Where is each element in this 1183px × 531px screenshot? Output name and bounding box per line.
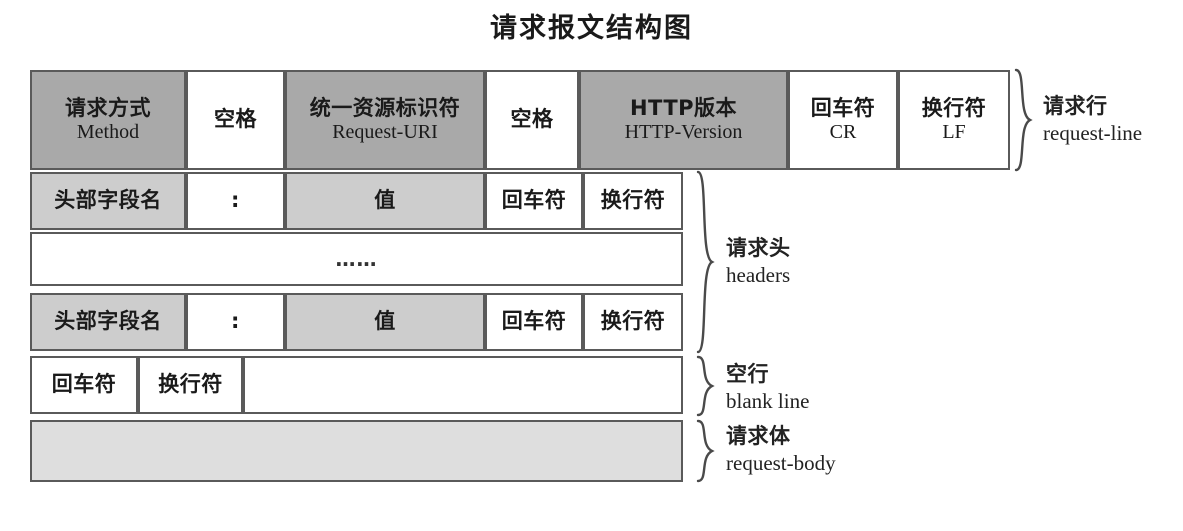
cell-header-colon-1: : [186, 172, 285, 230]
cell-request-method-cn: 请求方式 [65, 95, 151, 120]
annotation-request-body-en: request-body [726, 451, 836, 475]
cell-header-lf-1-cn: 换行符 [600, 188, 666, 213]
annotation-headers-en: headers [726, 263, 791, 287]
cell-request-line-cr-en: CR [829, 121, 857, 144]
cell-header-cr-2-cn: 回车符 [501, 309, 567, 334]
cell-blank-line-empty [243, 356, 683, 414]
annotation-blank-line-cn: 空行 [726, 362, 769, 386]
annotation-request-body-cn: 请求体 [726, 424, 791, 448]
cell-space-2: 空格 [485, 70, 579, 170]
page-title: 请求报文结构图 [490, 13, 693, 44]
cell-header-colon-2: : [186, 293, 285, 351]
cell-http-version: HTTP版本 HTTP-Version [579, 70, 788, 170]
cell-headers-ellipsis: …… [30, 232, 683, 286]
cell-blank-line-lf: 换行符 [138, 356, 243, 414]
cell-space-1-cn: 空格 [214, 107, 257, 132]
cell-header-cr-2: 回车符 [485, 293, 583, 351]
cell-request-uri-cn: 统一资源标识符 [309, 95, 461, 120]
cell-request-line-lf-en: LF [942, 121, 966, 144]
cell-header-colon-2-cn: : [231, 309, 240, 334]
cell-header-lf-1: 换行符 [583, 172, 683, 230]
cell-header-value-1-cn: 值 [374, 188, 396, 213]
cell-request-line-lf-cn: 换行符 [921, 95, 987, 120]
cell-header-name-1: 头部字段名 [30, 172, 186, 230]
cell-header-value-2-cn: 值 [374, 309, 396, 334]
cell-header-lf-2: 换行符 [583, 293, 683, 351]
cell-blank-line-cr-cn: 回车符 [51, 372, 117, 397]
cell-request-uri-en: Request-URI [332, 121, 438, 144]
cell-request-method: 请求方式 Method [30, 70, 186, 170]
annotation-request-line-cn: 请求行 [1043, 94, 1108, 118]
annotation-headers: 请求头 headers [726, 232, 791, 288]
cell-blank-line-cr: 回车符 [30, 356, 138, 414]
annotation-headers-cn: 请求头 [726, 236, 791, 260]
cell-request-uri: 统一资源标识符 Request-URI [285, 70, 485, 170]
cell-header-cr-1-cn: 回车符 [501, 188, 567, 213]
annotation-request-line: 请求行 request-line [1043, 90, 1142, 146]
brace-blank-line [694, 355, 720, 417]
cell-http-version-en: HTTP-Version [624, 121, 743, 144]
cell-header-name-1-cn: 头部字段名 [54, 188, 162, 213]
brace-headers [694, 170, 720, 354]
cell-request-line-cr: 回车符 CR [788, 70, 898, 170]
cell-request-line-lf: 换行符 LF [898, 70, 1010, 170]
cell-header-cr-1: 回车符 [485, 172, 583, 230]
cell-blank-line-lf-cn: 换行符 [158, 372, 223, 397]
cell-header-name-2-cn: 头部字段名 [54, 309, 162, 334]
cell-header-colon-1-cn: : [231, 188, 240, 213]
annotation-blank-line-en: blank line [726, 389, 810, 413]
annotation-request-body: 请求体 request-body [726, 420, 836, 476]
cell-request-line-cr-cn: 回车符 [810, 95, 876, 120]
cell-http-version-cn: HTTP版本 [629, 95, 738, 120]
cell-header-value-2: 值 [285, 293, 485, 351]
brace-request-line [1012, 68, 1038, 172]
annotation-blank-line: 空行 blank line [726, 358, 809, 414]
cell-request-body [30, 420, 683, 482]
cell-header-value-1: 值 [285, 172, 485, 230]
cell-space-2-cn: 空格 [510, 107, 554, 132]
brace-request-body [694, 419, 720, 483]
annotation-request-line-en: request-line [1043, 121, 1143, 145]
cell-space-1: 空格 [186, 70, 285, 170]
cell-header-name-2: 头部字段名 [30, 293, 186, 351]
cell-header-lf-2-cn: 换行符 [600, 309, 666, 334]
cell-request-method-en: Method [76, 121, 140, 144]
ellipsis-text: …… [335, 246, 378, 271]
